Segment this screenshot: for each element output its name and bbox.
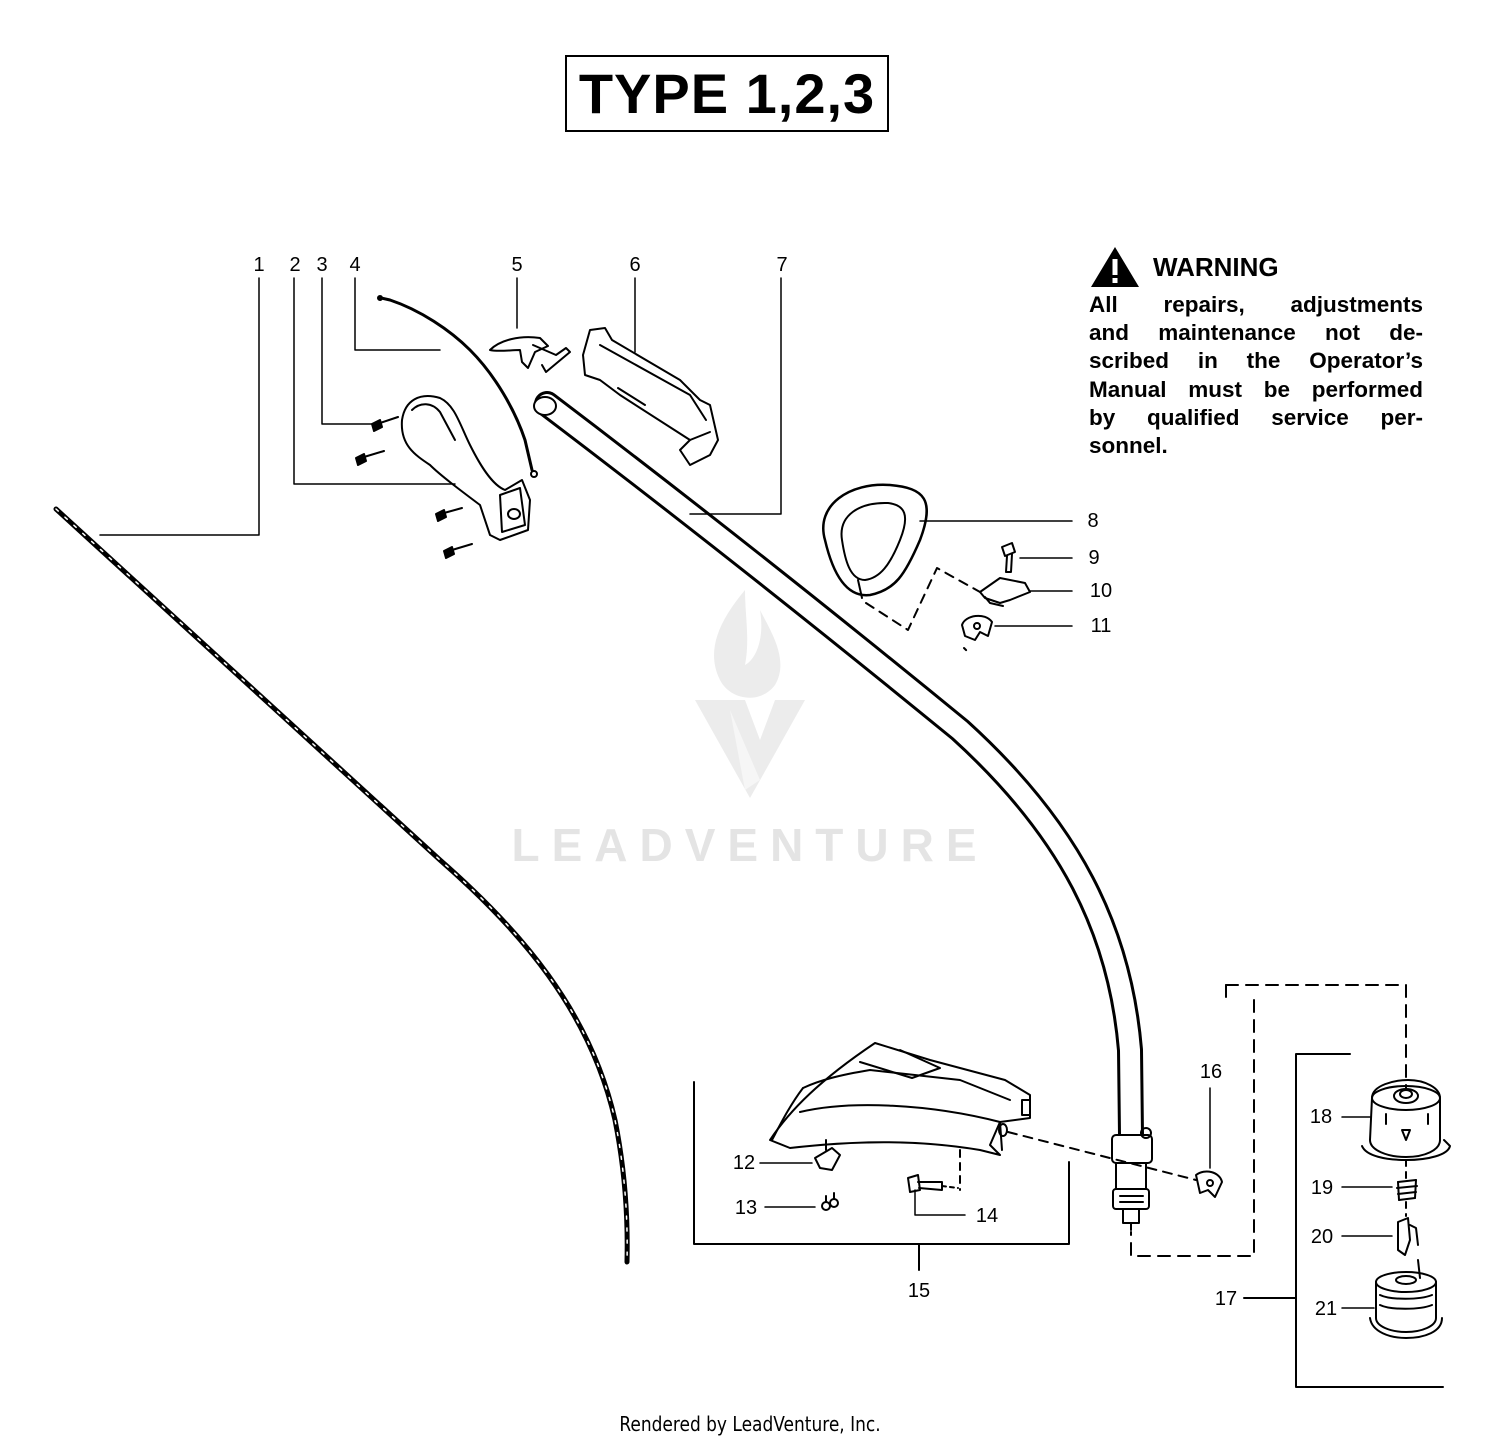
- callout-2: 2: [289, 254, 301, 276]
- warning-heading: WARNING: [1089, 243, 1423, 291]
- throttle-cable-part: [377, 295, 538, 478]
- debris-guard-part: [769, 1042, 1031, 1156]
- drive-cable-part: [53, 506, 630, 1265]
- callout-1: 1: [253, 254, 265, 276]
- loop-bolt-part: [1001, 542, 1016, 573]
- warning-triangle-icon: [1091, 247, 1139, 287]
- trimmer-spring-part: [1396, 1179, 1418, 1201]
- guard-plate-part: [814, 1139, 841, 1171]
- warning-line: All repairs, adjustments: [1089, 292, 1423, 317]
- callout-13: 13: [734, 1197, 758, 1219]
- warning-body: All repairs, adjustments and maintenance…: [1089, 291, 1423, 460]
- handle-housing-part: [400, 395, 531, 541]
- callout-14: 14: [975, 1205, 999, 1227]
- callout-7: 7: [776, 254, 788, 276]
- callout-21: 21: [1314, 1298, 1338, 1320]
- type-title-text: TYPE 1,2,3: [578, 62, 876, 125]
- warning-line: sonnel.: [1089, 433, 1168, 459]
- callout-11: 11: [1090, 615, 1112, 637]
- footer-credit: Rendered by LeadVenture, Inc.: [619, 1412, 881, 1436]
- callout-4: 4: [349, 254, 361, 276]
- warning-heading-text: WARNING: [1153, 251, 1279, 282]
- callout-9: 9: [1088, 547, 1100, 569]
- callout-8: 8: [1087, 510, 1099, 532]
- callout-3: 3: [316, 254, 328, 276]
- callout-17: 17: [1214, 1288, 1238, 1310]
- handle-mount-part: [582, 327, 719, 466]
- callout-12: 12: [732, 1152, 756, 1174]
- warning-notice: WARNING All repairs, adjustments and mai…: [1089, 243, 1423, 460]
- handle-loop-part: [822, 483, 928, 599]
- watermark-text: LEADVENTURE: [511, 819, 989, 871]
- loop-wing-nut-part: [961, 614, 993, 653]
- warning-line: and maintenance not de-: [1089, 320, 1423, 346]
- guard-wing-nut-part: [1195, 1170, 1223, 1198]
- warning-line: by qualified service per-: [1089, 404, 1423, 430]
- trimmer-clip-part: [1397, 1217, 1419, 1256]
- callout-5: 5: [511, 254, 523, 276]
- warning-line: Manual must be performed: [1089, 376, 1423, 402]
- trimmer-spool-part: [1369, 1259, 1443, 1339]
- trimmer-head-cap-part: [1361, 1079, 1451, 1161]
- warning-line: scribed in the Operator’s: [1089, 348, 1423, 374]
- throttle-trigger-part: [489, 336, 571, 373]
- callout-19: 19: [1310, 1177, 1334, 1199]
- callout-15: 15: [907, 1280, 931, 1302]
- loop-clamp-part: [979, 577, 1031, 607]
- diagram-type-title: TYPE 1,2,3: [565, 55, 889, 132]
- callout-6: 6: [629, 254, 641, 276]
- callout-leader-lines: [99, 277, 1393, 1309]
- drive-shaft-tube-part: [533, 391, 1153, 1231]
- guard-bolt-part: [907, 1174, 959, 1193]
- handle-screws-part: [355, 416, 473, 559]
- callout-18: 18: [1309, 1106, 1333, 1128]
- callout-20: 20: [1310, 1226, 1334, 1248]
- callout-10: 10: [1089, 580, 1113, 602]
- callout-16: 16: [1199, 1061, 1223, 1083]
- guard-screws-part: [821, 1192, 839, 1211]
